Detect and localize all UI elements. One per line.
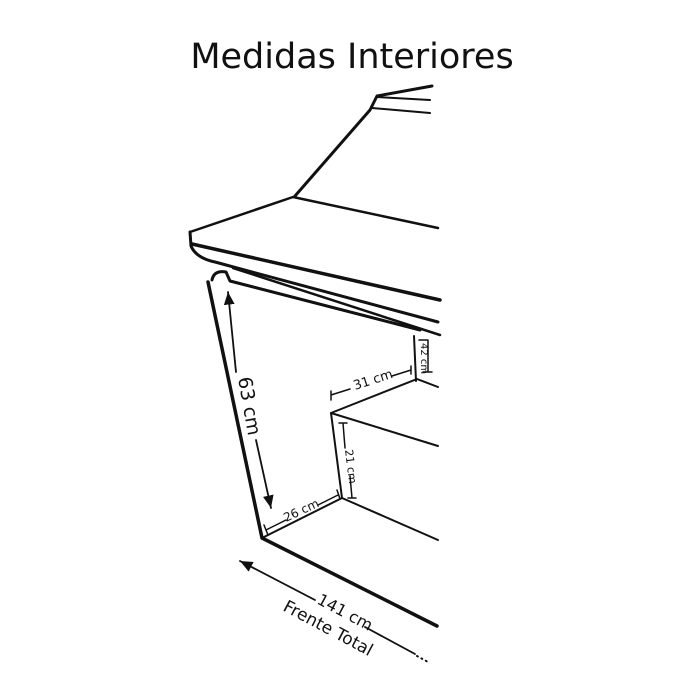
title: Medidas Interiores (190, 37, 513, 77)
dim-26 (263, 489, 341, 536)
arrow-141-left (239, 560, 316, 601)
arrow-63-bottom (255, 439, 274, 509)
dim-42 (418, 339, 433, 373)
label-42cm: 42 cm (418, 343, 429, 374)
dim-31 (330, 365, 412, 401)
arrow-141-right (364, 626, 416, 655)
arrow-63-top (223, 291, 237, 373)
dimension-lines (223, 291, 433, 663)
dim-21 (338, 422, 357, 499)
box (206, 280, 439, 628)
label-26cm: 26 cm (281, 496, 321, 524)
lid (188, 84, 442, 337)
label-21cm: 21 cm (342, 449, 359, 485)
